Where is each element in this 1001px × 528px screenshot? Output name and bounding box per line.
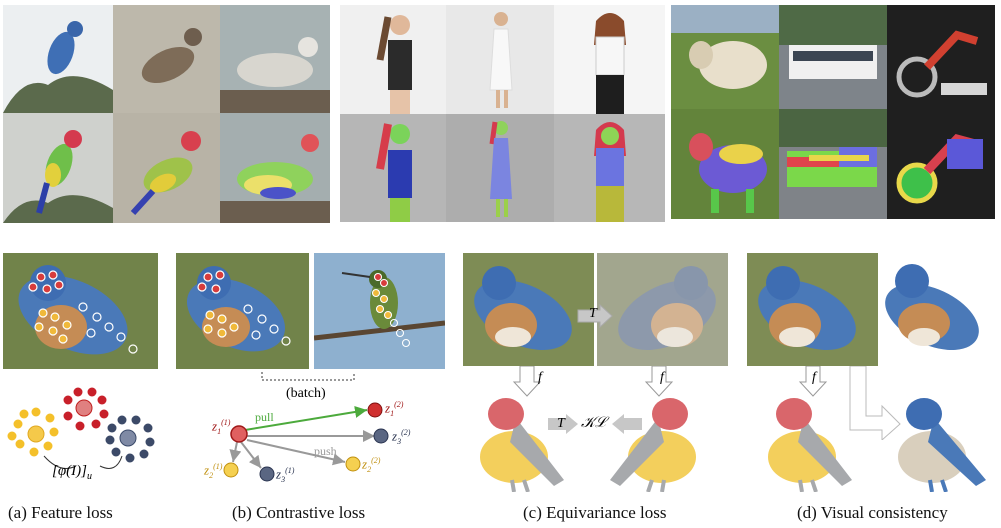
equivariance-part-map-left — [480, 398, 564, 492]
bus-seg — [779, 109, 887, 219]
feature-clusters — [7, 387, 155, 469]
bird-seg-1 — [3, 113, 113, 223]
bird-photo-2 — [113, 5, 220, 113]
z2-1-label: z2(1) — [204, 462, 223, 480]
feature-bird-image — [3, 253, 158, 369]
z1-1-node — [230, 425, 248, 443]
push-arrow-2 — [246, 439, 346, 466]
f-label-right: f — [660, 370, 664, 385]
caption-feature-loss: (a) Feature loss — [8, 503, 113, 522]
sheep-seg — [671, 109, 779, 219]
kl-label: 𝒦ℒ — [581, 415, 606, 431]
kl-arrow-left — [548, 414, 578, 434]
person-seg-1 — [340, 114, 446, 222]
feature-phi-label: [φ(I)]u — [52, 463, 92, 482]
navy-cluster — [105, 415, 155, 463]
f-label-left: f — [538, 370, 542, 385]
pull-arrow — [244, 406, 368, 431]
batch-label: (batch) — [286, 386, 326, 401]
consistency-f-label: f — [812, 370, 816, 385]
consistency-bird-image — [747, 253, 878, 366]
bird-photo-3 — [220, 5, 330, 113]
z3-2-label: z3(2) — [392, 428, 411, 446]
f-arrow-left — [512, 366, 542, 397]
z1-2-node — [367, 402, 383, 418]
push-arrow-3 — [229, 441, 242, 463]
consistency-colored-part-map — [898, 398, 986, 492]
pull-label: pull — [255, 410, 274, 424]
equivariance-bird-transformed — [597, 253, 728, 366]
batch-bracket — [261, 372, 355, 381]
bird-seg-3 — [220, 113, 330, 223]
contrastive-graph — [223, 402, 389, 482]
consistency-arrow — [849, 366, 901, 440]
z3-2-node — [373, 428, 389, 444]
caption-visual-consistency: (d) Visual consistency — [797, 503, 948, 522]
caption-equivariance-loss: (c) Equivariance loss — [523, 503, 667, 522]
transform-arrow — [577, 304, 613, 328]
motorbike-seg — [887, 109, 995, 219]
kl-T-label: T — [557, 416, 565, 431]
push-label: push — [314, 444, 337, 458]
caption-contrastive-loss: (b) Contrastive loss — [232, 503, 366, 522]
consistency-f-arrow — [798, 366, 828, 397]
push-arrow-4 — [240, 441, 262, 469]
z3-1-node — [259, 466, 275, 482]
person-seg-2 — [446, 114, 554, 222]
person-photo-1 — [340, 5, 446, 114]
z2-2-node — [345, 456, 361, 472]
contrastive-bird-image-1 — [176, 253, 309, 369]
transform-T-label: T — [589, 306, 597, 321]
z2-2-label: z2(2) — [362, 456, 381, 474]
bus-photo — [779, 5, 887, 109]
z3-1-label: z3(1) — [276, 466, 295, 484]
red-cluster — [63, 387, 109, 431]
consistency-part-map — [768, 398, 852, 492]
kl-arrow-right — [612, 414, 642, 434]
consistency-bird-cutout — [885, 264, 979, 351]
bird-photo-1 — [3, 5, 113, 113]
person-photo-3 — [554, 5, 665, 114]
equivariance-part-map-right — [610, 398, 696, 492]
yellow-cluster — [7, 407, 59, 457]
z1-1-label: z1(1) — [212, 418, 231, 436]
sheep-photo — [671, 5, 779, 109]
person-photo-2 — [446, 5, 554, 114]
z2-1-node — [223, 462, 239, 478]
bird-seg-2 — [113, 113, 220, 223]
z1-2-label: z1(2) — [385, 400, 404, 418]
f-arrow-right — [644, 366, 674, 397]
motorbike-photo — [887, 5, 995, 109]
equivariance-bird-original — [463, 253, 594, 366]
person-seg-3 — [554, 114, 665, 222]
contrastive-bird-image-2 — [314, 253, 445, 369]
